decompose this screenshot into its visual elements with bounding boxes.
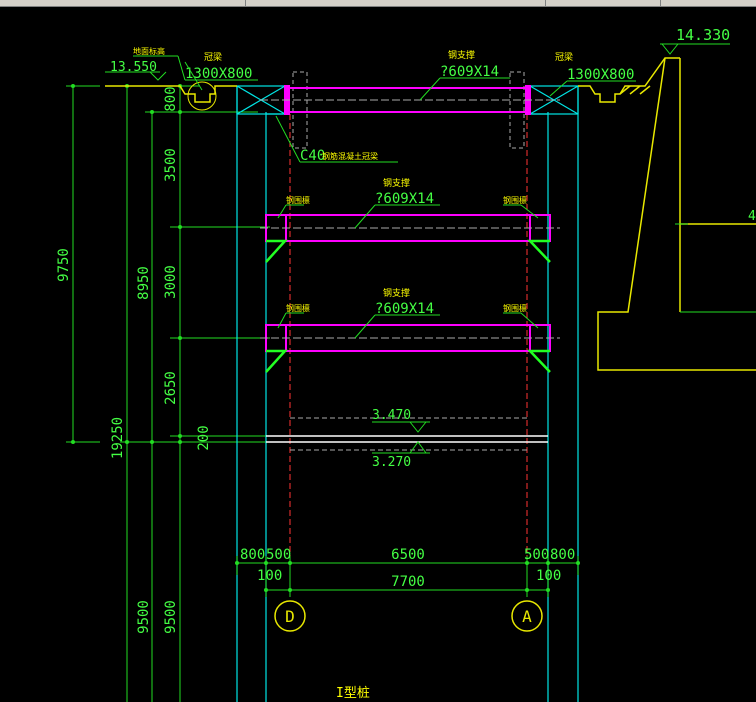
crown-beam-ground-right <box>578 57 680 103</box>
elevation-14330: 14.330 <box>676 26 730 44</box>
horizontal-dimension-ticks <box>235 561 580 592</box>
axis-label-d: D <box>285 607 295 626</box>
dim-h-800-left: 800 <box>240 547 265 563</box>
dim-9500-inner: 9500 <box>163 600 179 634</box>
edge-cut-label: 4 <box>748 209 756 224</box>
base-slab <box>266 417 548 451</box>
pile-type-label: I型桩 <box>336 686 370 701</box>
waler-3-left-cn: 钢围檩 <box>286 303 310 313</box>
concrete-grade: C40 <box>300 148 325 164</box>
top-left-elevation: 13.550 地面标高 <box>105 46 186 81</box>
dim-8950: 8950 <box>136 266 152 300</box>
dim-h-100-left: 100 <box>257 568 282 584</box>
window-top-border <box>0 0 756 7</box>
strut-3-label: 钢支撑 ?609X14 钢围檩 钢围檩 <box>277 287 539 339</box>
crown-beam-left-cn: 冠梁 <box>204 51 222 63</box>
top-right-elevation: 14.330 <box>660 26 730 55</box>
strut-3-size: ?609X14 <box>375 301 434 317</box>
dimension-ticks <box>71 84 182 444</box>
dim-h-7700: 7700 <box>391 574 425 590</box>
strut-3-cn: 钢支撑 <box>383 287 410 299</box>
dim-h-500-right: 500 <box>524 547 549 563</box>
dim-h-500-left: 500 <box>266 547 291 563</box>
waler-3-right-cn: 钢围檩 <box>503 303 527 313</box>
waler-2-left-cn: 钢围檩 <box>286 195 310 205</box>
dim-9750: 9750 <box>56 248 72 282</box>
dim-h-800-right: 800 <box>550 547 575 563</box>
dim-200: 200 <box>196 425 212 450</box>
retaining-wall <box>597 57 756 371</box>
crown-beam-left-label: 冠梁 1300X800 <box>184 51 258 91</box>
concrete-label: C40 钢筋混凝土冠梁 <box>275 115 398 164</box>
crown-beam-right-size: 1300X800 <box>567 67 634 83</box>
axis-lines <box>289 114 528 600</box>
vertical-dimension-lines <box>66 85 270 702</box>
dim-3000: 3000 <box>163 265 179 299</box>
horizontal-dimension-texts: 800 500 6500 500 800 100 7700 100 <box>240 547 575 590</box>
dim-19250: 19250 <box>110 417 126 459</box>
elevation-3270: 3.270 <box>372 455 411 470</box>
ground-elevation-cn: 地面标高 <box>133 46 165 56</box>
strut-centerlines <box>260 99 560 339</box>
crown-beam-right-label: 冠梁 1300X800 <box>549 51 636 97</box>
crown-beam-ground-left <box>105 81 237 111</box>
dim-9500-mid: 9500 <box>136 600 152 634</box>
dim-h-6500: 6500 <box>391 547 425 563</box>
dim-3500: 3500 <box>163 148 179 182</box>
strut-1-label: 钢支撑 ?609X14 <box>419 49 510 101</box>
axis-bubble-d[interactable]: D <box>274 600 306 632</box>
elevation-13550: 13.550 <box>110 60 157 75</box>
strut-2-size: ?609X14 <box>375 191 434 207</box>
vertical-dimension-texts: 9750 19250 8950 9500 800 3500 3000 2650 … <box>56 86 212 634</box>
dim-800: 800 <box>163 86 179 111</box>
axis-label-a: A <box>522 607 532 626</box>
guide-lines <box>285 71 530 149</box>
concrete-cn: 钢筋混凝土冠梁 <box>322 151 378 161</box>
crown-beam-right-cn: 冠梁 <box>555 51 573 63</box>
elevation-3470: 3.470 <box>372 408 411 423</box>
strut-2-cn: 钢支撑 <box>383 177 410 189</box>
strut-2-label: 钢支撑 ?609X14 钢围檩 钢围檩 <box>277 177 539 229</box>
strut-1-size: ?609X14 <box>440 64 499 80</box>
axis-bubble-a[interactable]: A <box>511 600 543 632</box>
crown-beam-left-size: 1300X800 <box>185 66 252 82</box>
cad-drawing-canvas[interactable]: 9750 19250 8950 9500 800 3500 3000 2650 … <box>0 6 756 702</box>
dim-h-100-right: 100 <box>536 568 561 584</box>
strut-1-cn: 钢支撑 <box>448 49 475 61</box>
dim-2650: 2650 <box>163 371 179 405</box>
waler-2-right-cn: 钢围檩 <box>503 195 527 205</box>
base-elevation-markers <box>372 421 430 454</box>
strut-brackets <box>265 239 551 373</box>
